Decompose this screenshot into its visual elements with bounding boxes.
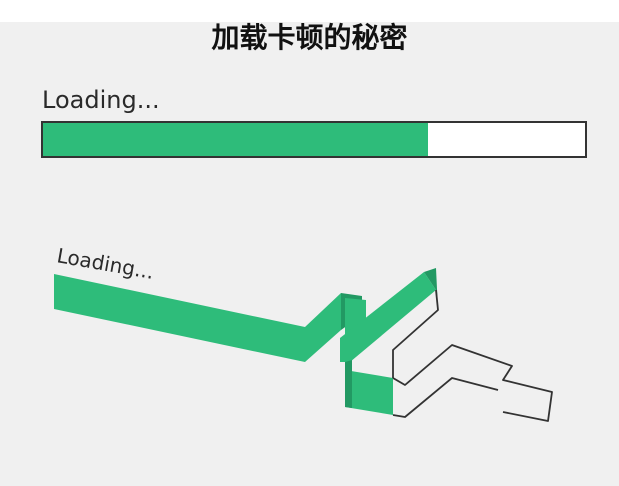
- loading-label: Loading...: [42, 86, 160, 114]
- tilted-bar-segment: [54, 274, 305, 362]
- bar-filled-block-side: [345, 360, 352, 408]
- rising-bar-front: [340, 272, 436, 362]
- bar-filled-block: [345, 370, 393, 415]
- progress-fill: [43, 123, 428, 156]
- title-band: [0, 0, 619, 22]
- progress-bar: [41, 121, 587, 158]
- bar-empty-outline: [392, 344, 553, 422]
- bar-elbow-up: [305, 293, 341, 362]
- bar-empty-outline-step: [392, 289, 439, 378]
- rising-bar-side: [424, 268, 438, 310]
- bar-empty-outline-lower: [392, 377, 499, 418]
- page-title: 加载卡顿的秘密: [211, 21, 408, 54]
